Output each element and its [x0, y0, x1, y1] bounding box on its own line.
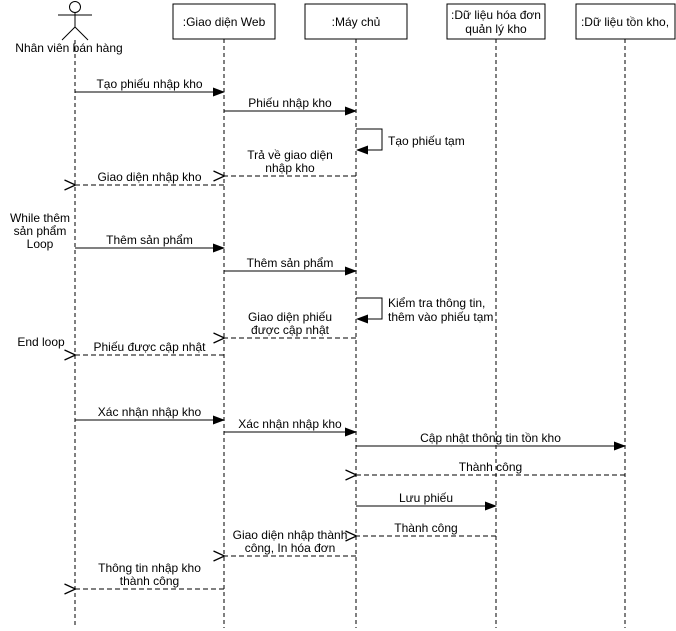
message-12-label: Xác nhận nhập kho [238, 417, 342, 431]
actor-head [69, 1, 81, 13]
message-6-label: Thêm sản phẩm [106, 233, 193, 247]
participant-box-du-lieu-hoa-don [446, 3, 546, 40]
text-layer: Nhân viên bán hàng :Giao diện Web :Máy chủ… [10, 8, 669, 588]
participant-label-giao-dien-web: :Giao diện Web [183, 15, 266, 29]
participant-box-may-chu [304, 3, 408, 40]
message-7-label: Thêm sản phẩm [247, 256, 334, 270]
actor-figure [58, 1, 92, 41]
message-8-label: Kiểm tra thông tin,thêm vào phiếu tạm [388, 296, 493, 324]
message-3-self-arrow [356, 128, 383, 155]
shapes-layer [58, 1, 676, 41]
message-3-label: Tạo phiếu tạm [388, 134, 465, 148]
participant-label-may-chu: :Máy chủ [332, 15, 381, 29]
message-1-label: Tạo phiếu nhập kho [96, 77, 202, 91]
participant-box-du-lieu-ton-kho [575, 3, 676, 40]
message-10-label: Phiếu được cập nhật [94, 340, 207, 354]
participant-box-giao-dien-web [172, 3, 276, 40]
lifelines-layer [74, 39, 626, 628]
message-16-label: Thành công [394, 521, 457, 535]
actor-leg-right [74, 26, 89, 41]
message-14-label: Thành công [459, 460, 522, 474]
actor-leg-left [61, 26, 76, 41]
message-15-label: Lưu phiếu [399, 491, 453, 505]
actor-label: Nhân viên bán hàng [15, 41, 122, 55]
message-2-label: Phiếu nhập kho [248, 96, 332, 110]
participant-label-du-lieu-ton-kho: :Dữ liệu tồn kho, [581, 15, 669, 29]
message-11-label: Xác nhận nhập kho [98, 405, 202, 419]
message-8-self-arrow [356, 297, 383, 324]
annotation-end-loop: End loop [17, 335, 65, 349]
message-5-label: Giao diện nhập kho [97, 170, 201, 184]
messages-layer [75, 87, 626, 589]
message-13-label: Cập nhật thông tin tồn kho [420, 431, 561, 445]
